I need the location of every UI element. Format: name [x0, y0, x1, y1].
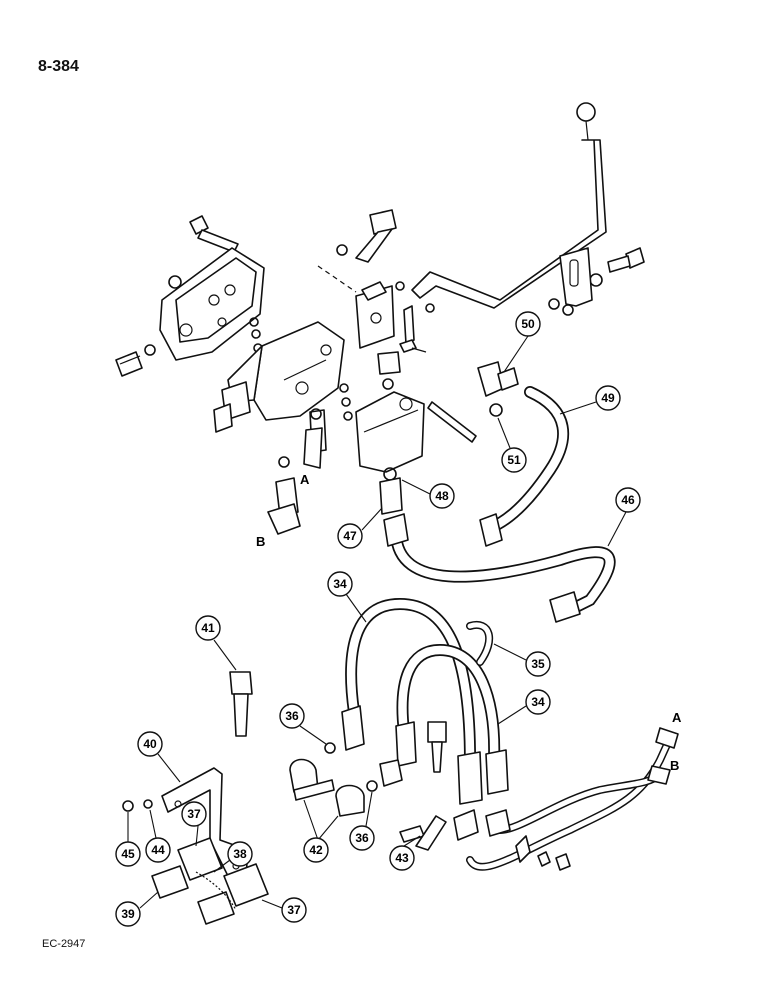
washer	[562, 304, 574, 316]
svg-text:40: 40	[143, 737, 157, 751]
elbow-fitting-b	[267, 477, 301, 535]
port-label-b: B	[256, 534, 265, 549]
page-number: 8-384	[38, 58, 79, 75]
callout-37-upper: 37	[181, 801, 207, 847]
washer	[336, 244, 348, 256]
callout-34-upper: 34	[327, 571, 367, 623]
bolt-41	[229, 671, 253, 737]
o-ring-51	[489, 403, 503, 417]
adapter-fitting-left	[115, 351, 143, 377]
callout-35: 35	[493, 643, 551, 677]
callout-36-upper: 36	[279, 703, 327, 745]
hose-34-outer	[345, 597, 476, 766]
svg-text:38: 38	[233, 847, 247, 861]
svg-text:43: 43	[395, 851, 409, 865]
callout-49: 49	[559, 385, 621, 415]
svg-text:41: 41	[201, 621, 215, 635]
svg-text:47: 47	[343, 529, 357, 543]
svg-text:49: 49	[601, 391, 615, 405]
o-ring	[343, 411, 353, 421]
hose-end-fittings	[341, 705, 509, 805]
bolt-upper-43	[427, 721, 447, 773]
small-nuts	[537, 851, 571, 871]
svg-text:42: 42	[309, 843, 323, 857]
adapter-fitting-47	[379, 477, 403, 515]
callout-46: 46	[607, 487, 641, 547]
quick-coupler-lower	[197, 863, 269, 925]
svg-text:46: 46	[621, 493, 635, 507]
elbow-fitting-a	[303, 408, 327, 469]
tube-label-b: B	[670, 758, 679, 773]
svg-text:50: 50	[521, 317, 535, 331]
o-ring	[382, 378, 394, 390]
bolt-upper-left	[189, 215, 239, 253]
o-ring	[251, 329, 261, 339]
o-ring	[144, 344, 156, 356]
svg-text:34: 34	[333, 577, 347, 591]
wing-bolt	[589, 247, 645, 287]
callout-37-lower: 37	[261, 897, 307, 923]
o-ring	[341, 397, 351, 407]
tube-label-a: A	[672, 710, 682, 725]
svg-text:44: 44	[151, 843, 165, 857]
washer	[548, 298, 560, 310]
callout-40: 40	[137, 731, 181, 783]
steel-tubes	[453, 727, 679, 871]
svg-text:48: 48	[435, 489, 449, 503]
hose-clamps	[289, 758, 365, 817]
valve-end-cover	[159, 247, 265, 361]
hose-34-inner	[396, 643, 501, 766]
long-bolt	[427, 401, 477, 443]
callout-38: 38	[213, 841, 253, 873]
dust-cap-chain	[195, 871, 237, 911]
elbow-fitting-50	[477, 361, 519, 397]
o-ring	[339, 383, 349, 393]
valve-housing	[355, 391, 425, 473]
o-ring	[278, 456, 290, 468]
svg-text:34: 34	[531, 695, 545, 709]
callout-48: 48	[401, 479, 455, 509]
port-label-a: A	[300, 472, 310, 487]
o-ring	[168, 275, 182, 289]
callout-45: 45	[115, 812, 141, 867]
callout-34-lower: 34	[497, 689, 551, 725]
tube-clip-43	[415, 815, 447, 851]
svg-text:45: 45	[121, 847, 135, 861]
svg-text:35: 35	[531, 657, 545, 671]
lever-guide-bracket	[559, 247, 593, 307]
callout-41: 41	[195, 615, 237, 671]
hose-49	[479, 386, 569, 547]
nut-45	[122, 800, 134, 812]
o-ring-36	[324, 742, 336, 754]
control-lever	[411, 102, 607, 309]
mounting-bolt	[355, 209, 397, 263]
callout-36-lower: 36	[349, 791, 375, 851]
plug	[377, 351, 401, 375]
svg-text:36: 36	[355, 831, 369, 845]
quick-coupler-upper	[151, 837, 223, 899]
svg-text:51: 51	[507, 453, 521, 467]
svg-text:37: 37	[187, 807, 201, 821]
o-ring	[249, 317, 259, 327]
o-ring-36	[366, 780, 378, 792]
breather-tube-35	[466, 620, 493, 666]
callout-50: 50	[503, 311, 541, 373]
control-valve-section	[213, 321, 345, 433]
callout-42: 42	[303, 799, 339, 863]
svg-text:36: 36	[285, 709, 299, 723]
figure-code: EC-2947	[42, 938, 86, 950]
callout-43: 43	[389, 835, 421, 871]
hose-46	[383, 513, 616, 623]
small-bolt	[399, 339, 427, 353]
callout-47: 47	[337, 507, 383, 549]
callout-51: 51	[497, 417, 527, 473]
elbow-fitting-right	[379, 759, 403, 787]
washer-44	[143, 799, 153, 809]
callout-39: 39	[115, 891, 159, 927]
svg-text:37: 37	[287, 903, 301, 917]
svg-text:39: 39	[121, 907, 135, 921]
callout-44: 44	[145, 809, 171, 863]
linkage-bracket	[317, 265, 435, 349]
